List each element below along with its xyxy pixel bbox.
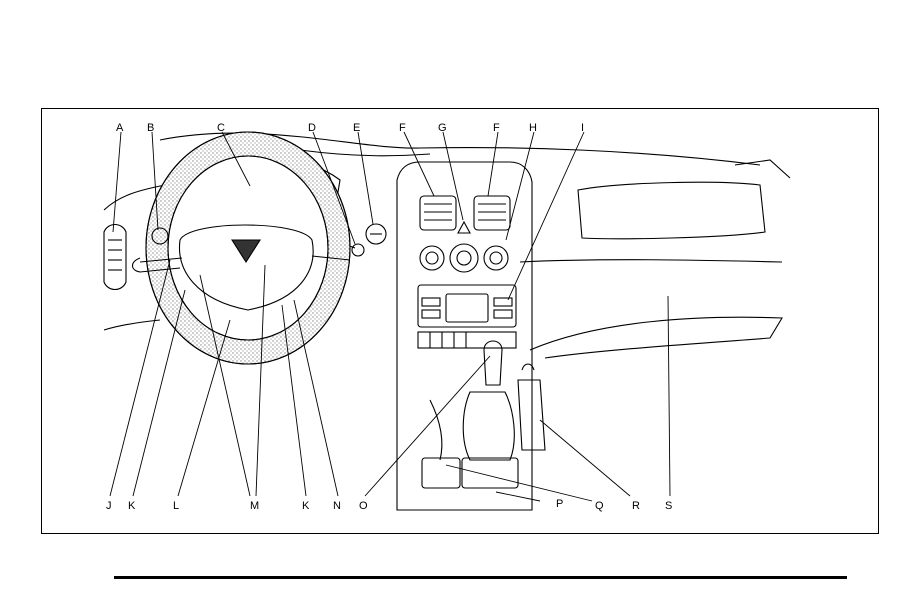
footer-rule — [114, 576, 847, 579]
glovebox — [578, 182, 765, 238]
knob-center — [450, 244, 478, 272]
callout-s: S — [665, 500, 672, 512]
callout-e: E — [353, 122, 360, 134]
radio-display — [446, 294, 488, 322]
callout-o: O — [359, 500, 368, 512]
callout-k-right: K — [302, 500, 310, 512]
storage-bin — [422, 458, 460, 488]
hazard-button — [458, 222, 470, 233]
vent-a — [104, 225, 126, 290]
callout-k-left: K — [128, 500, 136, 512]
vent-f-right — [474, 196, 510, 230]
stalk-end — [352, 244, 364, 256]
callout-p: P — [556, 498, 563, 510]
callout-f-right: F — [493, 122, 500, 134]
callout-h: H — [529, 122, 537, 134]
callout-j: J — [106, 500, 112, 512]
callout-c: C — [217, 122, 225, 134]
shift-boot — [463, 392, 514, 460]
callout-n: N — [333, 500, 341, 512]
callout-a: A — [116, 122, 124, 134]
callout-m: M — [250, 500, 259, 512]
callout-b: B — [147, 122, 154, 134]
callout-g: G — [438, 122, 447, 134]
callout-d: D — [308, 122, 316, 134]
vent-f-left — [420, 196, 456, 230]
callout-q: Q — [595, 500, 604, 512]
dash-left-lower — [104, 320, 160, 330]
dash-right-upper — [520, 260, 782, 262]
callout-l: L — [173, 500, 179, 512]
dash-top-contour-2 — [300, 150, 430, 156]
callout-r: R — [632, 500, 640, 512]
callout-i: I — [581, 122, 584, 134]
knob-right — [484, 246, 508, 270]
knob-left — [420, 246, 444, 270]
dash-right-lower — [530, 317, 782, 358]
callout-f-left: F — [399, 122, 406, 134]
